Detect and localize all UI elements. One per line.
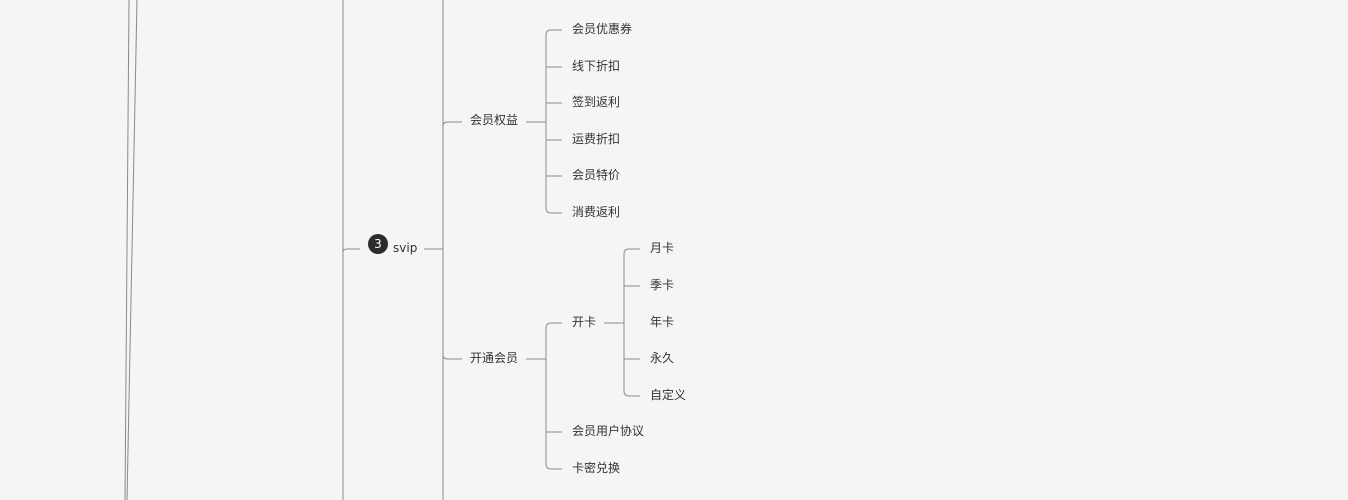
node-shipping-discount[interactable]: 运费折扣 xyxy=(572,132,621,146)
hyqy-bracket-line xyxy=(545,29,562,214)
node-card-code-redeem[interactable]: 卡密兑换 xyxy=(572,461,621,475)
node-spending-rebate[interactable]: 消费返利 xyxy=(572,205,621,219)
node-member-benefits[interactable]: 会员权益 xyxy=(470,113,519,127)
node-open-card[interactable]: 开卡 xyxy=(572,315,597,329)
node-checkin-rebate[interactable]: 签到返利 xyxy=(572,95,621,109)
node-member-special-price[interactable]: 会员特价 xyxy=(572,168,621,182)
node-open-membership[interactable]: 开通会员 xyxy=(470,351,519,365)
node-svip[interactable]: svip xyxy=(393,241,418,255)
connector-kthy xyxy=(442,354,462,360)
node-permanent-card[interactable]: 永久 xyxy=(650,351,675,365)
trunk-line xyxy=(124,0,130,500)
node-member-agreement[interactable]: 会员用户协议 xyxy=(572,424,645,438)
node-quarterly-card[interactable]: 季卡 xyxy=(650,278,675,292)
trunk-line xyxy=(126,0,138,500)
node-annual-card[interactable]: 年卡 xyxy=(650,315,675,329)
node-custom-card[interactable]: 自定义 xyxy=(650,388,687,402)
kk-bracket-line xyxy=(623,248,640,397)
node-monthly-card[interactable]: 月卡 xyxy=(650,241,675,255)
kthy-bracket-line xyxy=(545,322,562,470)
node-offline-discount[interactable]: 线下折扣 xyxy=(572,59,621,73)
connector-hyqy xyxy=(442,121,462,127)
parent-to-svip-line xyxy=(342,248,360,253)
svip-number-badge: 3 xyxy=(368,234,388,254)
node-member-coupon[interactable]: 会员优惠券 xyxy=(572,22,633,36)
